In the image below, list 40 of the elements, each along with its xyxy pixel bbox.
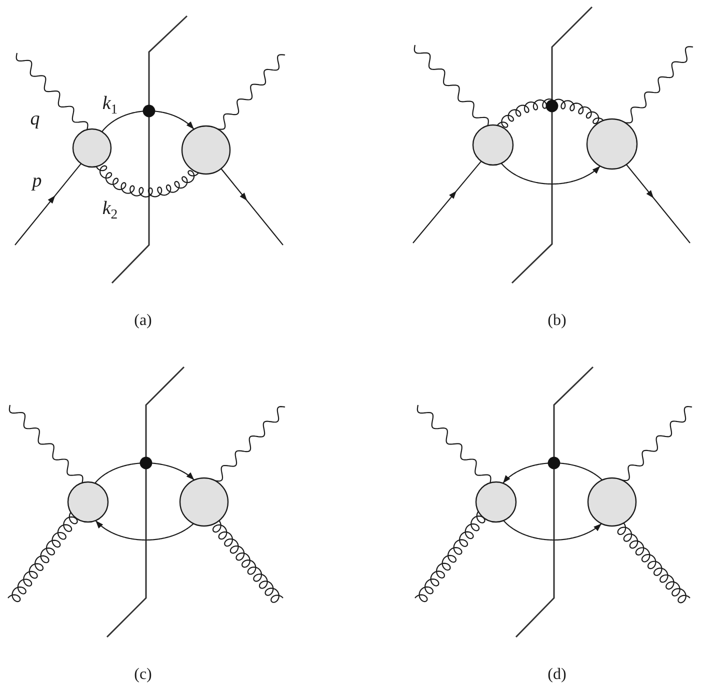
curly-gluon-line — [617, 522, 690, 604]
blob — [72, 128, 112, 168]
edge-label: k$_{1}$ — [102, 94, 118, 116]
panel-label: (c) — [134, 667, 152, 683]
fermion-line — [94, 462, 195, 484]
fermion-line — [14, 163, 82, 246]
edge-label: q — [30, 110, 40, 128]
wavy-photon-line — [218, 54, 286, 130]
blob — [475, 481, 517, 523]
fermion-line — [626, 164, 690, 244]
blob — [179, 477, 229, 527]
panel-label: (d) — [548, 667, 566, 683]
wavy-photon-line — [8, 404, 84, 483]
fermion-line — [220, 168, 284, 246]
blob — [181, 125, 231, 175]
wavy-photon-line — [622, 406, 692, 482]
wavy-photon-line — [416, 404, 492, 483]
curly-gluon-line — [212, 520, 284, 603]
fermion-line — [500, 162, 601, 185]
fermion-line — [502, 462, 603, 484]
blob — [587, 477, 637, 527]
wavy-photon-line — [16, 52, 88, 130]
fermion-line — [412, 160, 482, 244]
blob — [472, 124, 514, 166]
panel-label: (a) — [134, 313, 152, 329]
edge-label: k$_{2}$ — [102, 198, 118, 222]
wavy-photon-line — [414, 44, 489, 126]
panel-label: (b) — [548, 313, 566, 329]
edge-label: p — [32, 172, 42, 190]
wavy-photon-line — [214, 406, 286, 482]
wavy-photon-line — [624, 46, 694, 124]
curly-gluon-line — [497, 98, 604, 128]
fermion-line — [503, 520, 602, 541]
fermion-line — [102, 110, 194, 132]
blob — [67, 481, 109, 523]
fermion-line — [95, 520, 194, 541]
curly-gluon-line — [96, 165, 199, 198]
blob — [586, 118, 638, 170]
curly-gluon-line — [414, 511, 486, 602]
curly-gluon-line — [8, 512, 78, 602]
